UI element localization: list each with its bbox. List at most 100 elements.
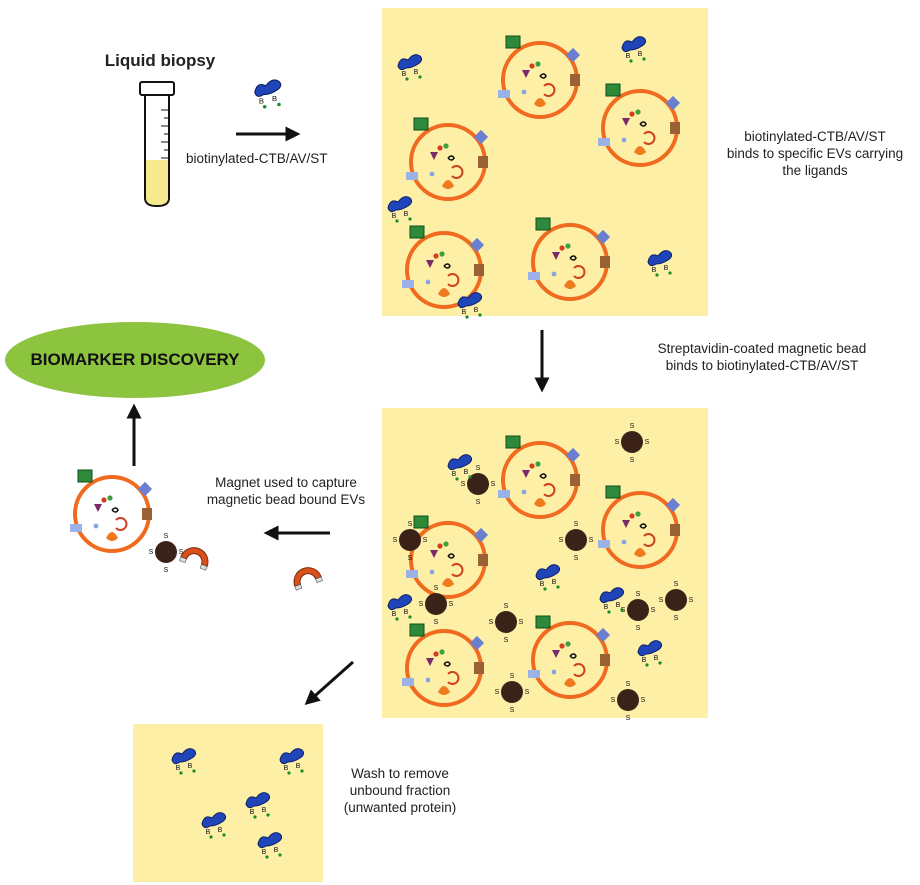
streptavidin-line-1: Streptavidin-coated magnetic bead — [657, 341, 867, 356]
biotin-label: B — [274, 847, 279, 854]
reagent-label: biotinylated-CTB/AV/ST — [186, 151, 328, 166]
biotin-label: B — [259, 96, 264, 105]
biotin-label: B — [262, 807, 267, 814]
biotin-dot — [253, 815, 257, 819]
binding-line-2: binds to specific EVs carrying — [726, 146, 904, 161]
cargo-triangle — [426, 260, 434, 268]
biotin-label: B — [206, 829, 211, 836]
biotin-dot — [408, 615, 412, 619]
biotin-label: B — [642, 657, 647, 664]
streptavidin-label: S — [674, 615, 679, 622]
receptor-brown — [670, 524, 680, 536]
receptor-brown — [142, 508, 152, 520]
streptavidin-label: S — [179, 549, 184, 556]
streptavidin-label: S — [393, 537, 398, 544]
receptor-green — [409, 623, 425, 637]
streptavidin-label: S — [461, 481, 466, 488]
extracellular-vesicle — [528, 217, 611, 301]
streptavidin-label: S — [615, 439, 620, 446]
streptavidin-label: S — [651, 607, 656, 614]
magnet-description: Magnet used to capture magnetic bead bou… — [186, 474, 386, 508]
biotin-label: B — [250, 809, 255, 816]
wash-line-3: (unwanted protein) — [343, 800, 457, 815]
receptor-blue — [473, 129, 489, 145]
receptor-lightblue — [406, 172, 418, 180]
receptor-lightblue — [498, 90, 510, 98]
cargo-red — [543, 83, 556, 97]
biotin-label: B — [664, 265, 669, 272]
cargo-dot — [433, 253, 439, 259]
extracellular-vesicle — [528, 615, 611, 699]
extracellular-vesicle — [406, 117, 489, 201]
receptor-brown — [474, 264, 484, 276]
biotin-dot — [262, 104, 267, 109]
cargo-dot — [629, 111, 635, 117]
biotin-dot — [468, 475, 472, 479]
streptavidin-label: S — [491, 481, 496, 488]
streptavidin-label: S — [164, 533, 169, 540]
streptavidin-label: S — [495, 689, 500, 696]
receptor-brown — [478, 156, 488, 168]
receptor-blue — [565, 47, 581, 63]
cargo-red — [573, 265, 586, 279]
cargo-red — [543, 483, 556, 497]
biotin-label: B — [638, 51, 643, 58]
cargo-dot — [433, 651, 439, 657]
extracellular-vesicle — [402, 623, 485, 707]
cargo-triangle — [426, 658, 434, 666]
cargo-triangle — [622, 520, 630, 528]
receptor-blue — [595, 627, 611, 643]
biotin-dot — [543, 587, 547, 591]
cargo-triangle — [522, 70, 530, 78]
streptavidin-label: S — [611, 697, 616, 704]
receptor-green — [413, 515, 429, 529]
cargo-dot — [439, 649, 445, 655]
cargo-triangle — [622, 118, 630, 126]
streptavidin-label: S — [636, 625, 641, 632]
binding-line-1: biotinylated-CTB/AV/ST — [744, 129, 886, 144]
streptavidin-label: S — [476, 465, 481, 472]
test-tube-icon — [139, 81, 175, 208]
cargo-red — [451, 165, 464, 179]
cargo-triangle — [522, 470, 530, 478]
biotin-label: B — [552, 579, 557, 586]
cargo-orange — [442, 578, 454, 587]
cargo-dot — [425, 677, 431, 683]
cargo-rna — [111, 507, 119, 513]
cargo-orange — [534, 98, 546, 107]
biotin-dot — [278, 853, 282, 857]
streptavidin-label: S — [589, 537, 594, 544]
cargo-rna — [447, 155, 455, 161]
cargo-orange — [438, 288, 450, 297]
binding-description: biotinylated-CTB/AV/ST binds to specific… — [715, 128, 915, 179]
cargo-orange — [564, 678, 576, 687]
receptor-brown — [570, 474, 580, 486]
cargo-orange — [634, 146, 646, 155]
receptor-brown — [600, 256, 610, 268]
cargo-dot — [429, 171, 435, 177]
cargo-rna — [639, 523, 647, 529]
receptor-lightblue — [528, 670, 540, 678]
biotin-dot — [395, 617, 399, 621]
cargo-dot — [559, 643, 565, 649]
streptavidin-label: S — [408, 555, 413, 562]
streptavidin-label: S — [574, 521, 579, 528]
cargo-dot — [565, 243, 571, 249]
receptor-lightblue — [406, 570, 418, 578]
streptavidin-description: Streptavidin-coated magnetic bead binds … — [612, 340, 912, 374]
streptavidin-label: S — [630, 423, 635, 430]
biotin-dot — [418, 75, 422, 79]
biotin-dot — [658, 661, 662, 665]
streptavidin-label: S — [659, 597, 664, 604]
cargo-triangle — [552, 650, 560, 658]
biotin-dot — [192, 769, 196, 773]
receptor-green — [413, 117, 429, 131]
magnet-icon — [179, 547, 209, 571]
biotin-label: B — [402, 71, 407, 78]
extracellular-vesicle — [598, 83, 681, 167]
